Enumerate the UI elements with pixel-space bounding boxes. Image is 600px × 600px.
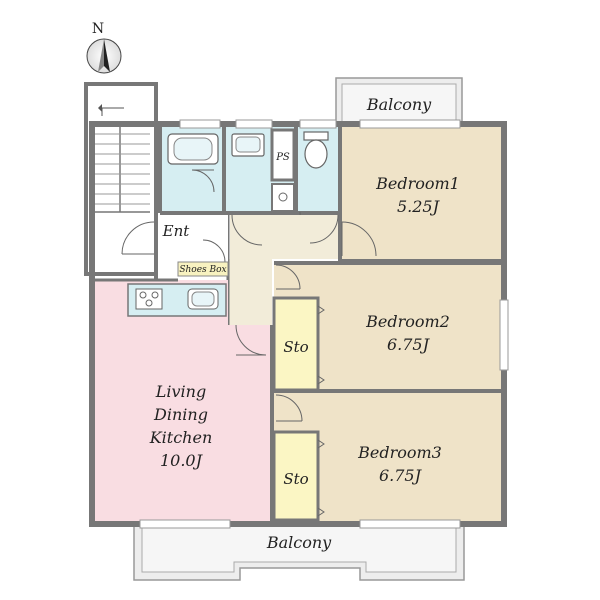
storage3-label: Sto: [283, 470, 308, 488]
hallway: [230, 215, 338, 259]
ldk-line2: Dining: [153, 405, 208, 424]
pipe-shaft: PS: [270, 128, 296, 212]
north-compass-icon: N: [86, 21, 122, 74]
shoes-box: Shoes Box: [177, 261, 229, 277]
bedroom2-label: Bedroom2: [365, 312, 450, 331]
kitchen-counter: [127, 283, 227, 317]
ldk-line3: Kitchen: [149, 428, 213, 447]
stove-icon: [135, 288, 163, 310]
bathtub-icon: [167, 133, 219, 165]
balcony-top-label: Balcony: [366, 95, 432, 114]
bedroom1-label: Bedroom1: [375, 174, 460, 193]
bedroom2-size: 6.75J: [387, 335, 431, 354]
storage2-label: Sto: [283, 338, 308, 356]
washbasin-icon: [231, 133, 265, 157]
storage-bedroom3: Sto: [272, 430, 325, 522]
ldk-line1: Living: [155, 382, 206, 401]
north-label: N: [92, 21, 104, 37]
ldk-size: 10.0J: [160, 451, 204, 470]
bedroom1-size: 5.25J: [397, 197, 441, 216]
toilet-icon: [303, 131, 329, 169]
balcony-bottom-label: Balcony: [266, 533, 332, 552]
ldk-area: [95, 280, 272, 521]
bedroom1-area: [340, 127, 501, 261]
entrance-label: Ent: [162, 222, 191, 240]
storage-bedroom2: Sto: [272, 296, 325, 392]
windows: [139, 119, 509, 529]
bedroom3-size: 6.75J: [379, 466, 423, 485]
balcony-top: Balcony: [335, 77, 463, 125]
stairwell: [84, 82, 158, 276]
shoes-box-label: Shoes Box: [179, 265, 226, 275]
balcony-bottom: Balcony: [133, 521, 465, 581]
bedroom3-label: Bedroom3: [357, 443, 442, 462]
ps-label: PS: [275, 152, 290, 163]
hallway-lower: [228, 259, 272, 325]
